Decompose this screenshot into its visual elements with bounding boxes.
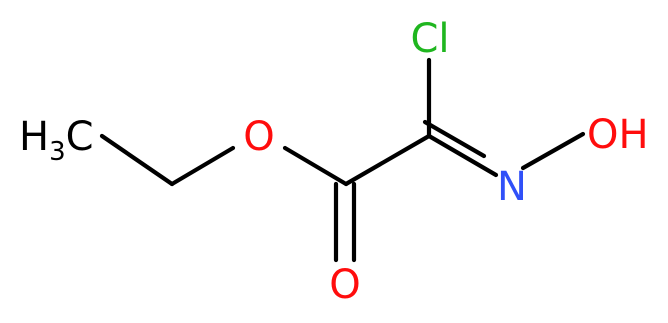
atom-label-o-ester: O: [243, 114, 274, 160]
bond-ch3-ch2: [99, 133, 175, 187]
atom-label-oh: OH: [587, 112, 649, 158]
bond-ch2-o-ester: [169, 145, 236, 187]
bond-o-ester-c-carbonyl: [282, 145, 349, 187]
atom-label-cl: Cl: [410, 16, 449, 62]
bond-c-carbonyl-c-oxime: [343, 133, 432, 187]
atom-label-o-carbonyl: O: [329, 262, 360, 308]
bond-c-oxime-n-double-a: [426, 133, 499, 178]
atom-labels: H3C O O Cl N OH: [19, 16, 649, 308]
bonds: [99, 57, 586, 263]
atom-label-ch3: H3C: [19, 114, 94, 167]
bond-n-oh: [520, 131, 586, 171]
atom-label-n: N: [497, 164, 527, 210]
bond-c-oxime-n-double-b: [422, 119, 487, 159]
